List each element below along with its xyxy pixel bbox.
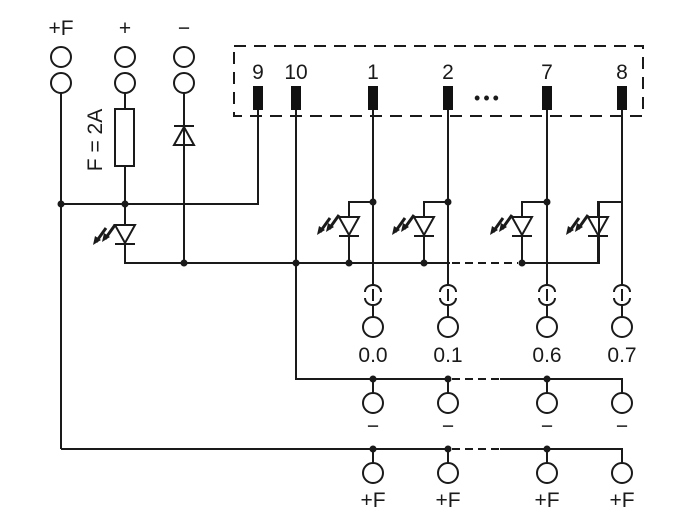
module-pin: 10: [284, 61, 308, 110]
pin-ellipsis: •••: [474, 88, 502, 108]
label-plus-top: +: [119, 17, 131, 40]
fuse-label: F = 2A: [84, 109, 107, 171]
output-channel: 0.6 − +F: [490, 110, 562, 512]
terminal-minus: [173, 46, 195, 94]
minus-terminal: [362, 392, 384, 414]
plug-connector-symbol: [613, 284, 631, 306]
module-pin: 2: [442, 61, 454, 110]
plus-f-label: +F: [609, 489, 634, 512]
minus-label: −: [616, 415, 628, 438]
output-label: 0.1: [433, 344, 462, 367]
plug-connector-symbol: [538, 284, 556, 306]
light-emission-icon: [317, 214, 341, 235]
output-terminal: [611, 316, 633, 338]
module-pin: 9: [252, 61, 264, 110]
output-label: 0.0: [358, 344, 387, 367]
plus-f-terminal: [611, 462, 633, 484]
terminal-plus: [114, 46, 136, 94]
plus-f-terminal: [536, 462, 558, 484]
pin-label: 9: [252, 61, 264, 84]
plus-f-label: +F: [534, 489, 559, 512]
pin-label: 7: [541, 61, 553, 84]
output-terminal: [362, 316, 384, 338]
minus-label: −: [367, 415, 379, 438]
minus-terminal: [611, 392, 633, 414]
minus-terminal: [536, 392, 558, 414]
module-box: [233, 45, 644, 117]
output-terminal: [437, 316, 459, 338]
plug-connector-symbol: [364, 284, 382, 306]
output-terminal: [536, 316, 558, 338]
pin-label: 1: [367, 61, 379, 84]
plus-f-label: +F: [360, 489, 385, 512]
label-minus-top: −: [178, 17, 190, 40]
plus-f-label: +F: [435, 489, 460, 512]
light-emission-icon: [490, 214, 514, 235]
minus-terminal: [437, 392, 459, 414]
status-led: [510, 216, 534, 238]
plus-f-terminal: [437, 462, 459, 484]
terminal-plus-f: [50, 46, 72, 94]
minus-label: −: [442, 415, 454, 438]
pin-label: 8: [616, 61, 628, 84]
module-pin: 8: [616, 61, 628, 110]
output-label: 0.6: [532, 344, 561, 367]
output-label: 0.7: [607, 344, 636, 367]
module-pin: 7: [541, 61, 553, 110]
minus-label: −: [541, 415, 553, 438]
plus-f-terminal: [362, 462, 384, 484]
light-emission-icon: [566, 214, 590, 235]
module-pin: 1: [367, 61, 379, 110]
output-channel: 0.1 − +F: [392, 110, 463, 512]
output-channel: 0.7 − +F: [566, 110, 637, 512]
pin-label: 10: [284, 61, 307, 84]
output-channel: 0.0 − +F: [317, 110, 388, 512]
pin-label: 2: [442, 61, 454, 84]
plug-connector-symbol: [439, 284, 457, 306]
light-emission-icon: [93, 224, 117, 245]
status-led: [337, 216, 361, 238]
light-emission-icon: [392, 214, 416, 235]
fuse: [114, 108, 135, 167]
junctions: [57, 200, 300, 267]
power-led: [113, 224, 137, 246]
label-plus-f-top: +F: [48, 17, 73, 40]
status-led: [412, 216, 436, 238]
